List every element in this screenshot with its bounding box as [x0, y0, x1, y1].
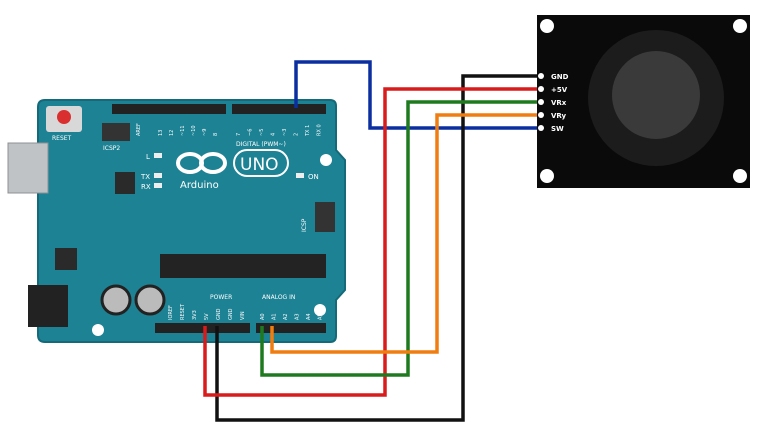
joystick-pin-label: VRy	[551, 112, 566, 120]
mounting-hole	[314, 304, 326, 316]
joystick-knob[interactable]	[612, 51, 700, 139]
digital-pin-label: TX 1	[305, 125, 311, 137]
power-jack	[28, 285, 68, 327]
digital-pin-label: ~11	[180, 125, 186, 136]
joystick-pin-label: VRx	[551, 99, 567, 107]
icsp2-header	[102, 123, 130, 141]
power-pin-label: IOREF	[168, 305, 174, 320]
digital-pin-label: ~3	[282, 129, 288, 136]
regulator	[55, 248, 77, 270]
analog-pin-label: A4	[306, 313, 312, 320]
led-label-l: L	[146, 153, 150, 161]
digital-pin-label: 4	[271, 133, 277, 136]
joystick-pin	[538, 86, 544, 92]
digital-pin-label: 7	[236, 133, 242, 136]
digital-pin-label: 12	[169, 130, 175, 136]
power-pin-label: GND	[228, 308, 234, 320]
wire-vrx	[260, 100, 537, 377]
wire-vry	[270, 113, 537, 354]
analog-header	[256, 323, 326, 333]
mounting-hole	[320, 154, 332, 166]
capacitor	[100, 284, 132, 316]
icsp-label: ICSP	[301, 218, 308, 232]
chip-small	[115, 172, 135, 194]
power-pin-label: 3V3	[192, 310, 198, 320]
digital-header-2	[232, 104, 326, 114]
arduino-logo: UNO Arduino	[176, 149, 289, 191]
wire-sw	[294, 60, 537, 130]
digital-pin-label: ~10	[191, 125, 197, 136]
joystick-pin-label: +5V	[551, 86, 568, 94]
joystick-pin	[538, 99, 544, 105]
digital-pin-label: ~5	[259, 129, 265, 136]
capacitor	[134, 284, 166, 316]
icsp-header	[315, 202, 335, 232]
joystick-pin	[538, 112, 544, 118]
aref-label: AREF	[136, 123, 142, 136]
digital-header-1	[112, 104, 226, 114]
reset-button-cap	[57, 110, 71, 124]
joystick-pin	[538, 125, 544, 131]
mounting-hole	[92, 324, 104, 336]
analog-pin-label: A5	[318, 313, 324, 320]
power-pin-label: RESET	[180, 303, 186, 320]
analog-pin-label: A0	[260, 313, 266, 320]
digital-pin-label: 13	[158, 130, 164, 136]
wires	[203, 60, 537, 422]
power-label: POWER	[210, 294, 232, 301]
on-label: ON	[308, 173, 319, 181]
digital-label: DIGITAL (PWM~)	[236, 141, 286, 148]
led-label-tx: TX	[140, 173, 150, 181]
brand-label: Arduino	[180, 180, 219, 191]
power-pin-label: 5V	[204, 313, 210, 320]
analog-pin-label: A1	[272, 313, 278, 320]
joystick-pin-label: GND	[551, 73, 569, 81]
wire-gnd	[215, 74, 537, 422]
wire-5v	[203, 87, 537, 397]
atmega-chip	[160, 254, 326, 278]
usb-port	[7, 142, 49, 194]
analog-pin-label: A3	[295, 313, 301, 320]
analog-label: ANALOG IN	[262, 294, 295, 301]
power-header	[155, 323, 250, 333]
power-pin-label: GND	[216, 308, 222, 320]
power-pin-label: VIN	[240, 311, 246, 320]
digital-pin-label: RX 0	[317, 124, 323, 136]
digital-pin-label: ~9	[202, 129, 208, 136]
analog-pin-label: A2	[283, 313, 289, 320]
digital-pin-label: ~6	[248, 129, 254, 136]
model-label: UNO	[240, 155, 279, 175]
joystick-pin-label: SW	[551, 125, 564, 133]
icsp2-label: ICSP2	[103, 145, 120, 152]
led-label-rx: RX	[141, 183, 151, 191]
digital-pin-label: 2	[294, 133, 300, 136]
arduino-board: RESET ICSP2 ICSP L TX RX UNO Arduino ON …	[7, 99, 346, 343]
reset-label: RESET	[52, 135, 72, 142]
digital-pin-label: 8	[213, 133, 219, 136]
joystick-pin	[538, 73, 544, 79]
